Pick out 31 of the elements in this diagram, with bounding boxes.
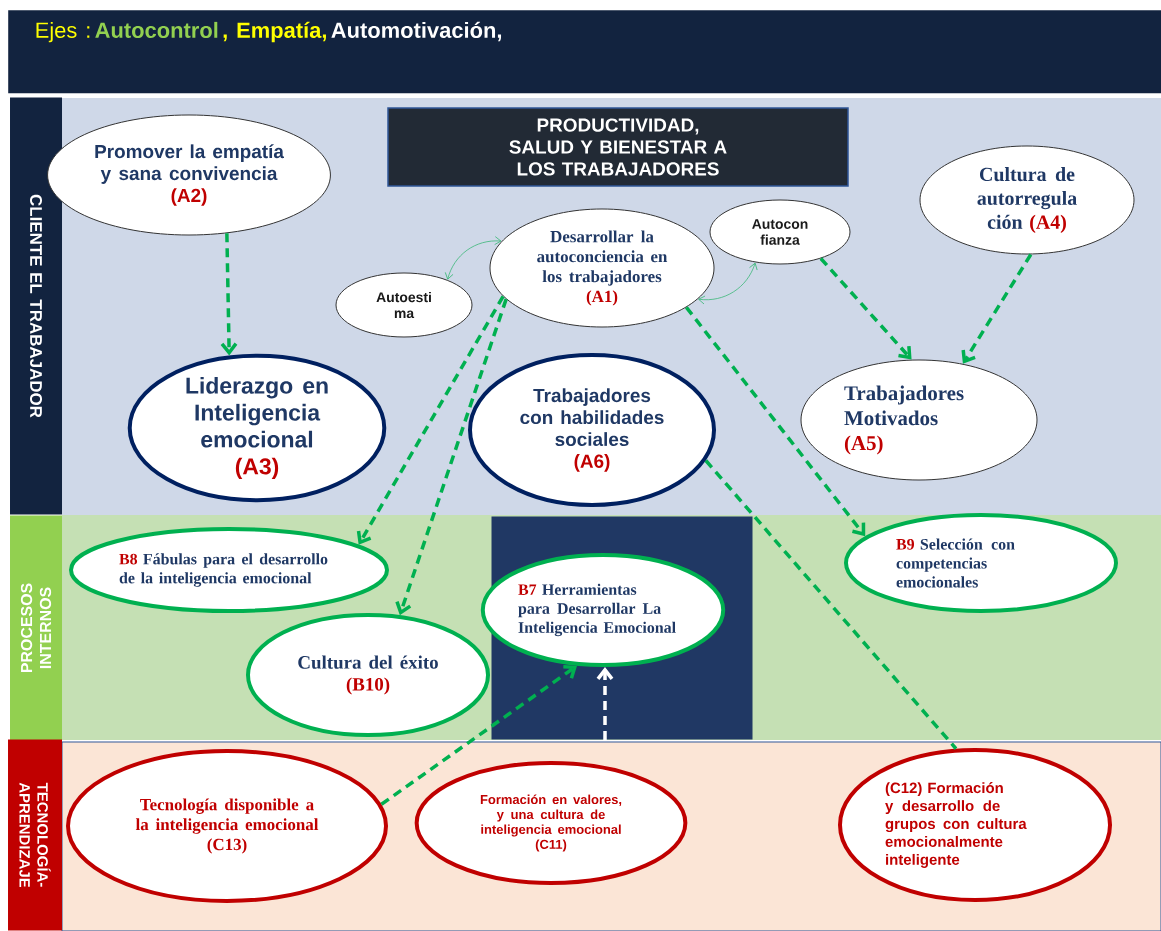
oval-node: Trabajadores con habilidades sociales (A6)	[468, 353, 716, 507]
header-band: Ejes : Autocontrol , Empatía, Automotivación,	[8, 10, 1161, 94]
title-box: PRODUCTIVIDAD, SALUD Y BIENESTAR A LOS TRABAJADORES	[387, 107, 849, 187]
lane-header: PROCESOS INTERNOS	[10, 515, 62, 741]
oval-node: Liderazgo en Inteligencia emocional (A3)	[127, 353, 387, 503]
oval-node: Desarrollar la autoconciencia en los trabajadores (A1)	[489, 208, 715, 328]
lane-header: CLIENTE EL TRABAJADOR	[10, 97, 62, 515]
dashed-arrow	[961, 253, 1033, 364]
oval-node: Tecnología disponible a la inteligencia emocional (C13)	[66, 749, 388, 903]
oval-node: B8 Fábulas para el desarrollo de la inteligencia emocional	[69, 527, 389, 613]
dashed-arrow	[220, 233, 238, 356]
dashed-arrow	[685, 306, 866, 537]
oval-node: B7 Herramientas para Desarrollar La Inteligencia Emocional	[480, 553, 726, 667]
oval-node: Cultura del éxito (B10)	[246, 613, 490, 737]
curved-arrow	[444, 236, 502, 280]
dashed-arrow	[395, 298, 508, 616]
oval-node: Autocon fianza	[709, 199, 851, 265]
dashed-arrow	[356, 295, 505, 545]
oval-node: (C12) Formación y desarrollo de grupos con cultura emocionalmente inteligente	[838, 748, 1112, 902]
oval-node: Cultura de autorregula ción (A4)	[919, 145, 1135, 255]
curved-arrow	[698, 262, 758, 305]
oval-node: Trabajadores Motivados (A5)	[800, 359, 1038, 481]
oval-node: B9 Selección con competencias emocionales	[844, 513, 1118, 613]
dashed-arrow	[819, 257, 912, 360]
dashed-arrow	[596, 667, 614, 740]
lane-header: TECNOLOGÍA- APRENDIZAJE	[8, 739, 62, 931]
oval-node: Autoesti ma	[335, 272, 473, 338]
dashed-line	[704, 459, 958, 750]
dashed-arrow	[380, 665, 578, 806]
oval-node: Promover la empatía y sana convivencia (A2)	[47, 114, 331, 236]
oval-node: Formación en valores, y una cultura de inteligencia emocional (C11)	[414, 761, 688, 885]
